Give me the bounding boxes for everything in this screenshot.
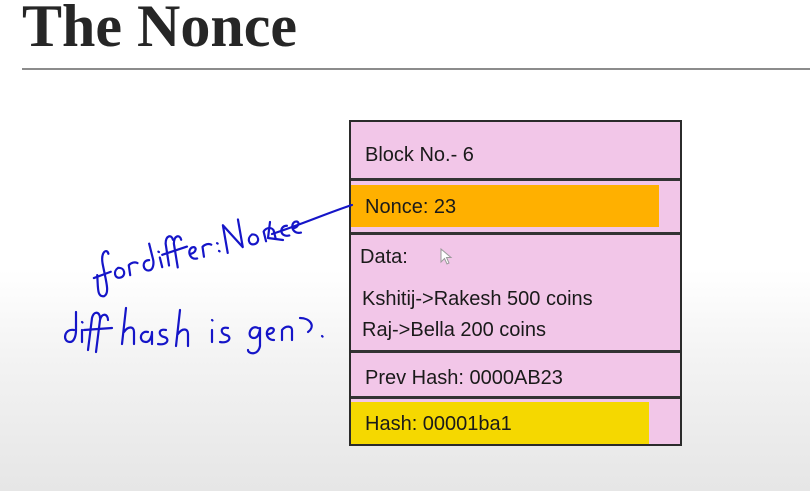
hash-highlight — [351, 402, 649, 444]
transaction-line: Raj->Bella 200 coins — [362, 319, 546, 341]
data-label: Data: — [360, 246, 408, 268]
nonce-highlight — [351, 185, 659, 227]
nonce-field: Nonce: 23 — [365, 196, 457, 218]
title-divider — [22, 68, 810, 70]
handwriting-line-1 — [92, 218, 303, 298]
hash-field: Hash: 00001ba1 — [365, 413, 512, 435]
prev-hash-field: Prev Hash: 0000AB23 — [365, 367, 563, 389]
transaction-line: Kshitij->Rakesh 500 coins — [362, 288, 593, 310]
block-number: Block No.- 6 — [365, 144, 474, 166]
mouse-pointer-icon — [440, 248, 453, 265]
row-separator — [351, 178, 680, 181]
handwriting-line-2 — [64, 306, 324, 355]
slide-title: The Nonce — [22, 0, 297, 59]
row-separator — [351, 350, 680, 353]
arrow-line — [270, 203, 354, 236]
blockchain-block: Block No.- 6 Nonce: 23 Data: Kshitij->Ra… — [349, 120, 682, 446]
arrow-head — [266, 220, 285, 242]
row-separator — [351, 232, 680, 235]
row-separator — [351, 396, 680, 399]
